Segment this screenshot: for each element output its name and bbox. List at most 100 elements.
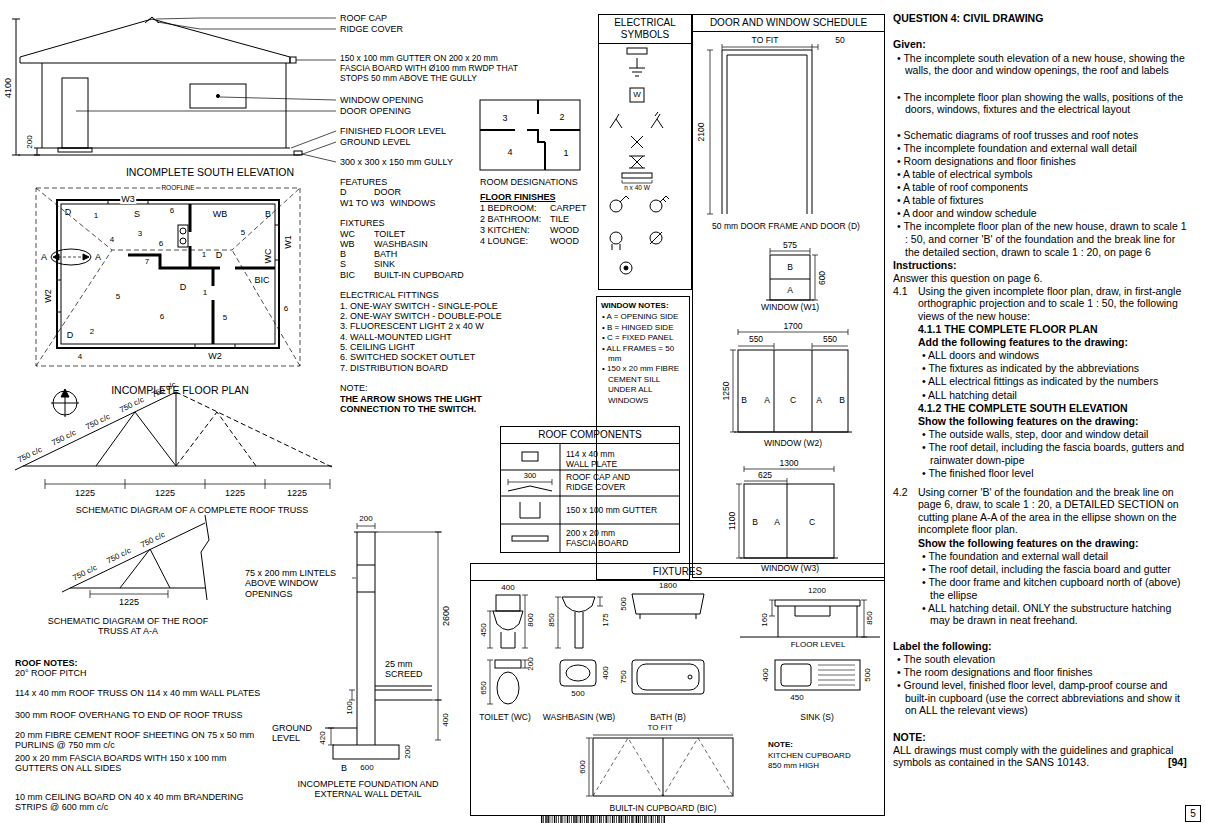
drawing-label: 1225 [225, 488, 245, 499]
drawing-label: 2. ONE-WAY SWITCH - DOUBLE-POLE [340, 311, 502, 322]
door-window-schedule [770, 255, 810, 300]
drawing-label: 1200 [808, 586, 826, 596]
roof-truss-a-a [62, 515, 209, 600]
floor-plan [58, 257, 84, 258]
drawing-label: 150 x 100 mm GUTTER [566, 505, 657, 515]
question-text: • The roof detail, including the fascia … [922, 563, 1190, 576]
page-number-box: 5 [1185, 805, 1201, 822]
note-line: • ALL FRAMES = 50 mm [597, 344, 689, 365]
barcode [541, 815, 665, 823]
panel-heading: 5 [1186, 806, 1200, 821]
floor-plan [180, 238, 186, 244]
drawing-label: ELECTRICAL FITTINGS [340, 290, 439, 301]
question-text: INCOMPLETE FLOOR PLAN [111, 384, 249, 397]
drawing-label: B [787, 262, 793, 272]
drawing-label: INCOMPLETE FOUNDATION AND EXTERNAL WALL … [293, 779, 443, 801]
question-text: 4.2 [893, 486, 908, 499]
drawing-label: 6 [159, 239, 163, 249]
drawing-label: 4 [78, 352, 82, 362]
drawing-label: 1 [203, 288, 207, 298]
drawing-label: 200 [359, 514, 372, 524]
question-text: • The foundation and external wall detai… [922, 550, 1190, 563]
barcode [606, 815, 607, 823]
roof-truss [45, 479, 330, 489]
barcode [664, 815, 665, 823]
barcode [580, 815, 581, 823]
drawing-label: 750 c/c [50, 428, 77, 448]
drawing-label: 650 [479, 681, 489, 694]
electrical-symbols [631, 136, 643, 148]
drawing-label: 200 [526, 657, 536, 670]
drawing-label: 550 [823, 334, 837, 344]
floor-plan [36, 188, 300, 417]
question-text: • The incomplete foundation and external… [897, 142, 1190, 155]
question-text: Using corner 'B' of the foundation and t… [918, 486, 1190, 536]
drawing-label: D [216, 250, 223, 261]
barcode [621, 815, 622, 823]
fixture-drawings [781, 664, 811, 686]
door-window-schedule [722, 50, 812, 214]
fixture-drawings [775, 600, 860, 637]
barcode [616, 815, 618, 823]
drawing-label: 3 [502, 113, 507, 124]
note-line: • 150 x 20 mm FIBRE CEMENT SILL UNDER AL… [597, 364, 689, 406]
barcode [644, 815, 645, 823]
roof-truss [23, 466, 332, 467]
drawing-label: 6 [170, 206, 174, 216]
door-window-schedule [707, 44, 852, 558]
drawing-label: 6 [160, 312, 164, 322]
fixture-drawings [497, 672, 519, 704]
drawing-label: 2100 [696, 123, 706, 142]
drawing-label: 25 mm SCREED [385, 659, 430, 681]
drawing-label: FLOOR LEVEL [791, 640, 846, 650]
question-text: • The fixtures as indicated by the abbre… [922, 362, 1190, 375]
drawing-label: 750 c/c [71, 563, 98, 583]
drawing-label: 850 [865, 611, 875, 624]
question-text: Label the following: [893, 640, 992, 653]
question-text: • ALL doors and windows [922, 349, 1190, 362]
roof-components-table [522, 452, 538, 461]
barcode [633, 815, 635, 823]
drawing-label: 10 mm CEILING BOARD ON 40 x 40 mm BRANDE… [15, 792, 265, 814]
drawing-label: 3 KITCHEN: [480, 225, 530, 236]
south-elevation [20, 19, 290, 63]
drawing-label: 450 [479, 623, 489, 636]
barcode [562, 815, 564, 823]
drawing-label: W2 [43, 289, 54, 303]
drawing-label: BATH [374, 249, 397, 260]
drawing-label: FLOOR FINISHES [480, 192, 556, 203]
question-text: • The incomplete floor plan showing the … [897, 91, 1190, 116]
drawing-label: 3 [138, 229, 142, 239]
room-designation-plan [480, 100, 580, 170]
south-elevation [34, 148, 40, 155]
fixture-drawings [501, 632, 515, 648]
drawing-label: C [790, 395, 796, 405]
barcode [607, 815, 609, 823]
barcode [543, 815, 545, 823]
question-text: • The incomplete south elevation of a ne… [897, 52, 1190, 77]
drawing-label: 1225 [75, 488, 95, 499]
barcode [556, 815, 558, 823]
drawing-label: NOTE: [768, 740, 793, 750]
floor-plan [51, 389, 79, 417]
roof-truss-a-a [62, 523, 205, 592]
barcode [573, 815, 574, 823]
electrical-symbols [629, 156, 645, 168]
drawing-label: ROOFLINE [160, 184, 195, 192]
barcode [567, 815, 568, 823]
fixture-drawings [586, 735, 733, 796]
drawing-label: 3. FLUORESCENT LIGHT 2 x 40 W [340, 321, 484, 332]
roof-components-table [512, 536, 548, 541]
drawing-label: 850 [547, 613, 557, 626]
drawing-label: 1250 [721, 382, 731, 401]
drawing-label: 200 [403, 745, 413, 758]
fixture-drawings [593, 738, 733, 796]
barcode [654, 815, 656, 823]
leader-line [157, 22, 336, 29]
floor-plan [53, 254, 89, 260]
roof-components-table [500, 444, 680, 553]
drawing-label: ROOF CAP AND RIDGE COVER [566, 472, 638, 492]
roof-components-table [500, 444, 680, 553]
south-elevation [42, 63, 286, 148]
question-text: Show the following features on the drawi… [918, 537, 1139, 550]
